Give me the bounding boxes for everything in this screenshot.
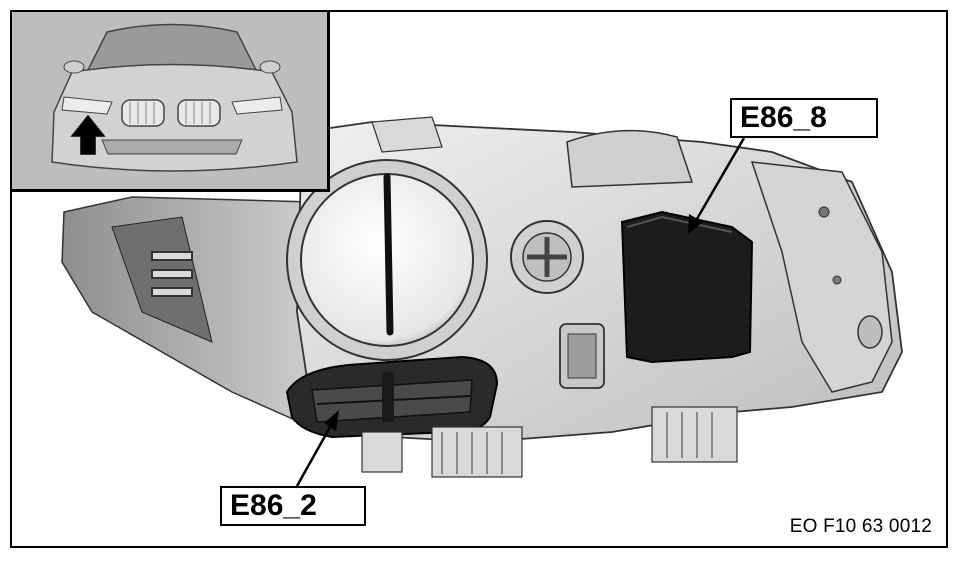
arrow-up-icon bbox=[70, 114, 106, 155]
control-module-lower bbox=[285, 355, 499, 439]
label-e86-8: E86_8 bbox=[730, 98, 878, 138]
diagram-frame: E86_8 E86_2 EO F10 63 0012 bbox=[10, 10, 948, 548]
headlight-illustration bbox=[61, 116, 903, 487]
vehicle-location-inset bbox=[12, 12, 330, 192]
label-e86-2: E86_2 bbox=[220, 486, 366, 526]
leader-line-upper bbox=[688, 137, 746, 234]
figure-id: EO F10 63 0012 bbox=[789, 516, 932, 537]
car-front-illustration bbox=[12, 12, 327, 189]
leader-line-lower bbox=[295, 410, 339, 487]
control-module-upper bbox=[620, 210, 754, 364]
